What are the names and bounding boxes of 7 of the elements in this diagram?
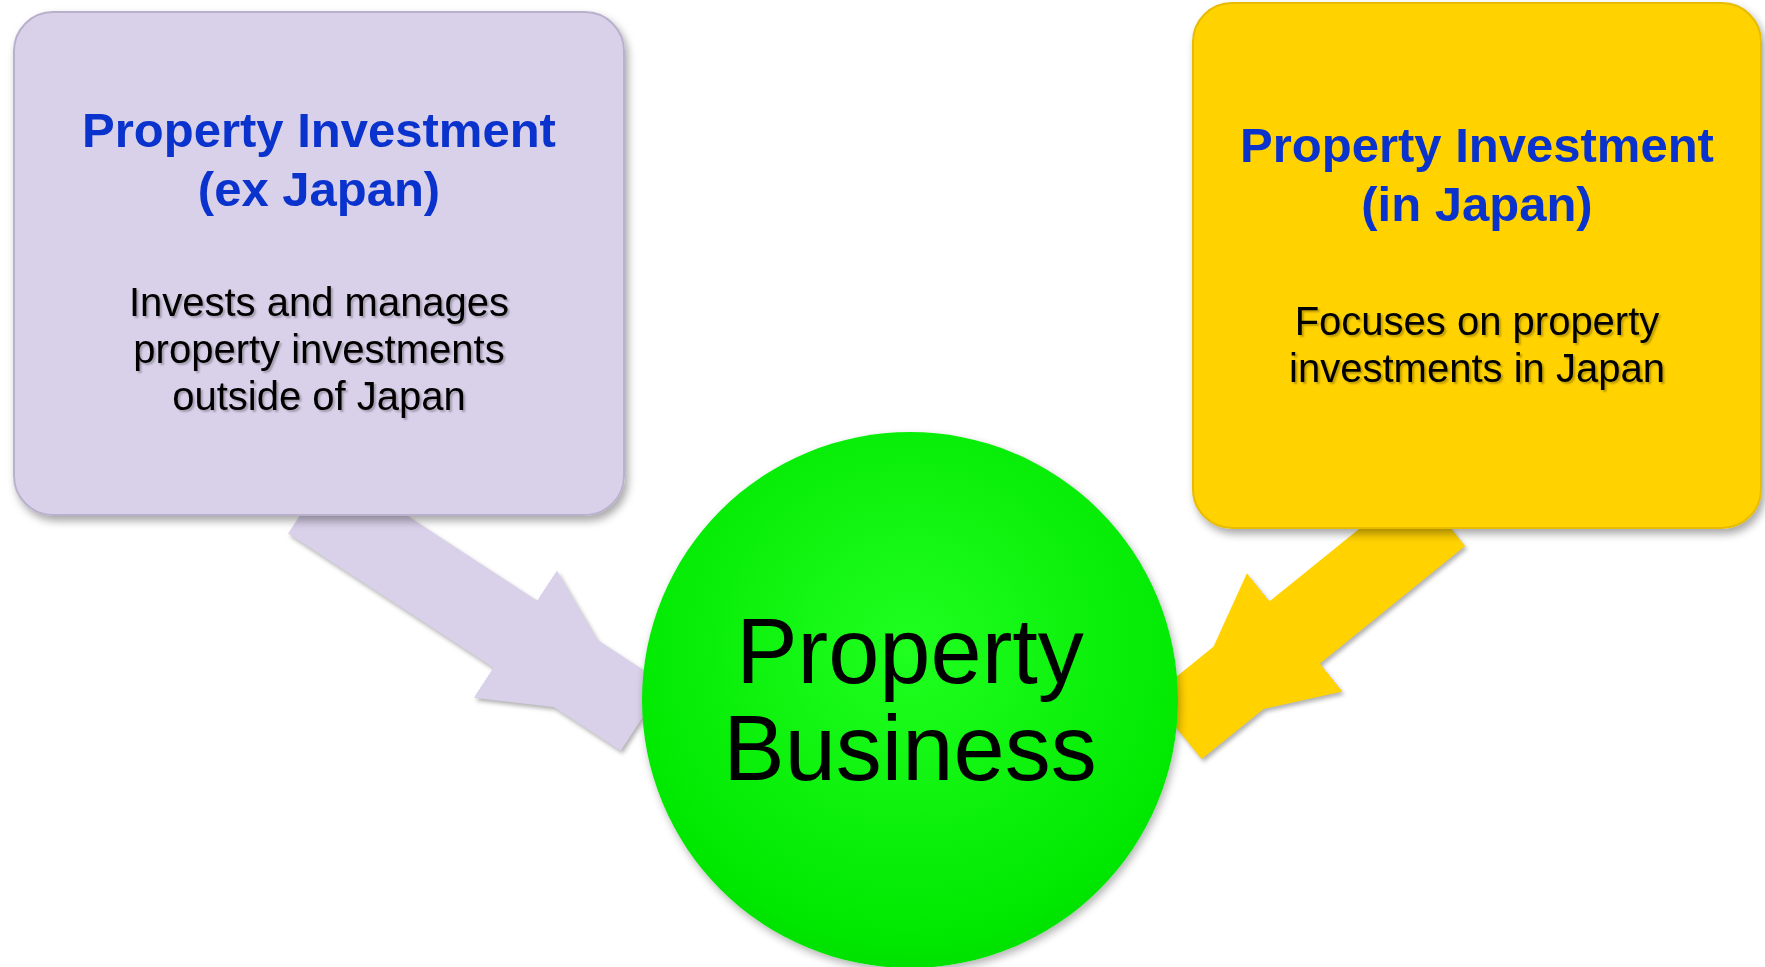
rounded-box: [13, 11, 625, 516]
box-description: Invests and manages property investments outside of Japan: [127, 278, 511, 420]
node-label: Property Business: [722, 603, 1098, 797]
box-description: Focuses on property investments in Japan: [1288, 297, 1666, 392]
box-heading: Property Investment (in Japan): [1239, 117, 1715, 233]
box-heading: Property Investment (ex Japan): [81, 102, 557, 218]
rounded-box: [1192, 2, 1762, 529]
